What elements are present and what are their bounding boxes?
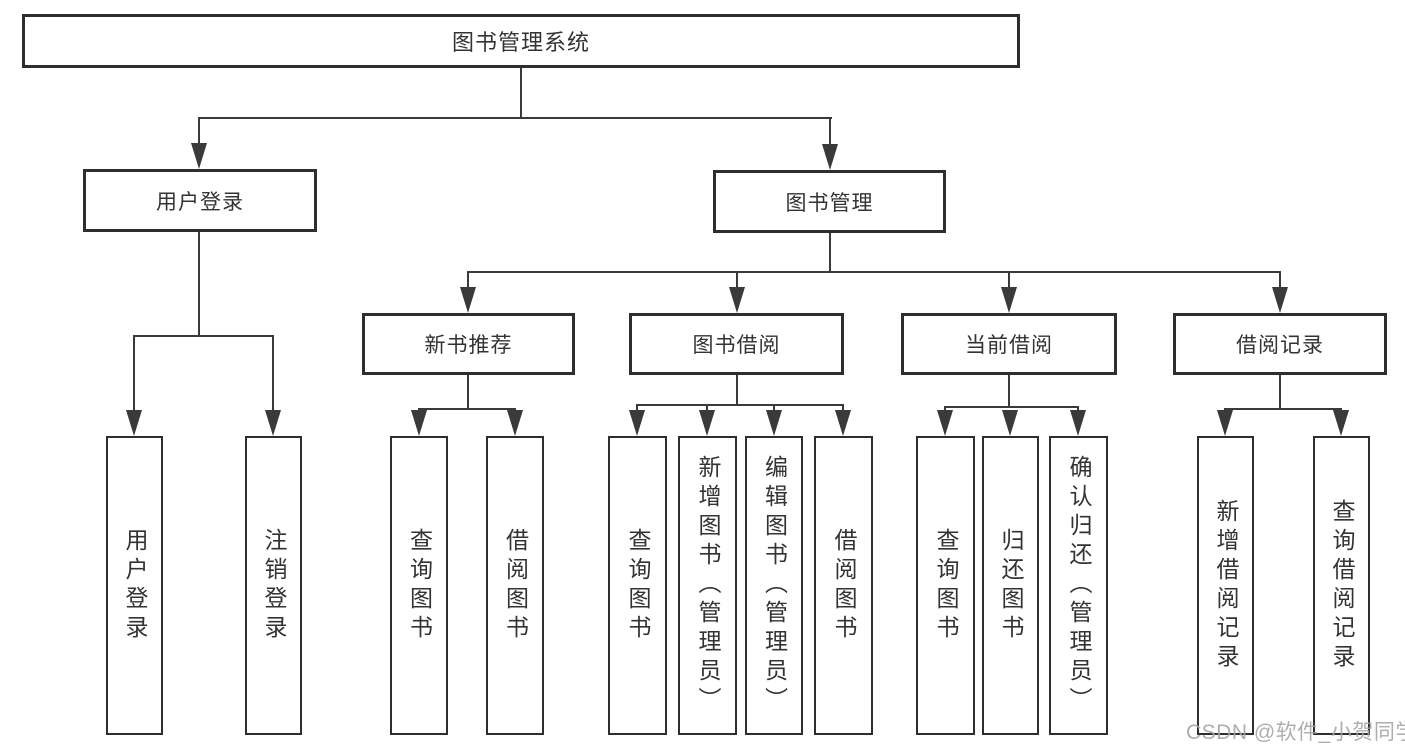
node-label: 图书管理: [785, 191, 874, 215]
leaf-confirm-return-admin: 确认归还（管理员）: [1049, 436, 1108, 735]
arrowhead-down-icon: [1001, 287, 1017, 313]
leaf-edit-books-admin: 编辑图书（管理员）: [745, 436, 803, 735]
leaf-query-books-borrowing: 查询图书: [608, 436, 667, 735]
edge-line: [198, 232, 200, 337]
arrowhead-down-icon: [411, 410, 427, 436]
node-label: 借阅记录: [1236, 334, 1324, 357]
leaf-label: 编辑图书（管理员）: [761, 455, 788, 716]
edge-line: [198, 117, 200, 147]
edge-line: [736, 375, 738, 406]
arrowhead-down-icon: [1217, 410, 1233, 436]
node-library-management-system: 图书管理系统: [22, 14, 1020, 68]
arrowhead-down-icon: [507, 410, 523, 436]
edge-line: [1008, 271, 1010, 291]
leaf-add-books-admin: 新增图书（管理员）: [678, 436, 737, 735]
leaf-query-books-current: 查询图书: [916, 436, 975, 735]
leaf-label: 查询图书: [933, 527, 959, 644]
edge-line: [636, 404, 844, 406]
leaf-label: 注销登录: [261, 527, 287, 644]
arrowhead-down-icon: [822, 144, 838, 170]
leaf-add-borrow-record: 新增借阅记录: [1197, 436, 1254, 735]
leaf-label: 归还图书: [998, 527, 1024, 644]
leaf-borrow-books-recommend: 借阅图书: [486, 436, 544, 735]
node-label: 用户登录: [156, 190, 244, 214]
node-label: 新书推荐: [424, 334, 513, 357]
edge-line: [829, 233, 831, 273]
edge-line: [467, 271, 1281, 273]
leaf-user-login: 用户登录: [106, 436, 163, 735]
leaf-label: 查询图书: [406, 527, 433, 644]
edge-line: [944, 406, 1079, 408]
arrowhead-down-icon: [937, 410, 953, 436]
edge-line: [1279, 375, 1281, 410]
arrowhead-down-icon: [265, 410, 281, 436]
edge-line: [1224, 408, 1342, 410]
csdn-watermark: CSDN @软件_小贺同学: [1186, 721, 1405, 744]
node-label: 图书借阅: [692, 334, 781, 357]
leaf-logout: 注销登录: [245, 436, 302, 735]
arrowhead-down-icon: [766, 410, 782, 436]
arrowhead-down-icon: [1002, 410, 1018, 436]
node-label: 当前借阅: [965, 334, 1053, 357]
edge-line: [1279, 271, 1281, 291]
leaf-label: 查询借阅记录: [1329, 498, 1355, 673]
arrowhead-down-icon: [835, 410, 851, 436]
edge-line: [133, 335, 274, 337]
arrowhead-down-icon: [191, 143, 207, 169]
arrowhead-down-icon: [1333, 410, 1349, 436]
arrowhead-down-icon: [729, 287, 745, 313]
arrowhead-down-icon: [126, 410, 142, 436]
leaf-label: 用户登录: [122, 527, 148, 644]
node-borrowing-records: 借阅记录: [1173, 313, 1387, 375]
node-new-book-recommend: 新书推荐: [362, 313, 575, 375]
leaf-label: 查询图书: [625, 527, 651, 644]
edge-line: [467, 375, 469, 410]
arrowhead-down-icon: [1070, 410, 1086, 436]
arrowhead-down-icon: [629, 410, 645, 436]
arrowhead-down-icon: [460, 287, 476, 313]
edge-line: [1008, 375, 1010, 408]
edge-line: [829, 117, 831, 148]
leaf-label: 新增图书（管理员）: [695, 455, 721, 716]
edge-line: [199, 117, 832, 119]
edge-line: [133, 335, 135, 415]
node-label: 图书管理系统: [451, 30, 590, 55]
edge-line: [736, 271, 738, 291]
leaf-label: 借阅图书: [831, 527, 857, 644]
node-book-management: 图书管理: [713, 170, 946, 233]
leaf-return-books: 归还图书: [982, 436, 1039, 735]
edge-line: [272, 335, 274, 415]
edge-line: [418, 408, 516, 410]
leaf-borrow-books: 借阅图书: [814, 436, 873, 735]
node-book-borrowing: 图书借阅: [629, 313, 844, 375]
edge-line: [520, 68, 522, 119]
leaf-label: 确认归还（管理员）: [1066, 455, 1092, 716]
arrowhead-down-icon: [699, 410, 715, 436]
leaf-label: 借阅图书: [502, 527, 529, 644]
edge-line: [467, 271, 469, 291]
node-current-borrowing: 当前借阅: [901, 313, 1117, 375]
node-user-login: 用户登录: [83, 169, 317, 232]
leaf-label: 新增借阅记录: [1213, 498, 1239, 673]
arrowhead-down-icon: [1272, 287, 1288, 313]
leaf-query-books-recommend: 查询图书: [390, 436, 448, 735]
leaf-query-borrow-record: 查询借阅记录: [1313, 436, 1370, 735]
